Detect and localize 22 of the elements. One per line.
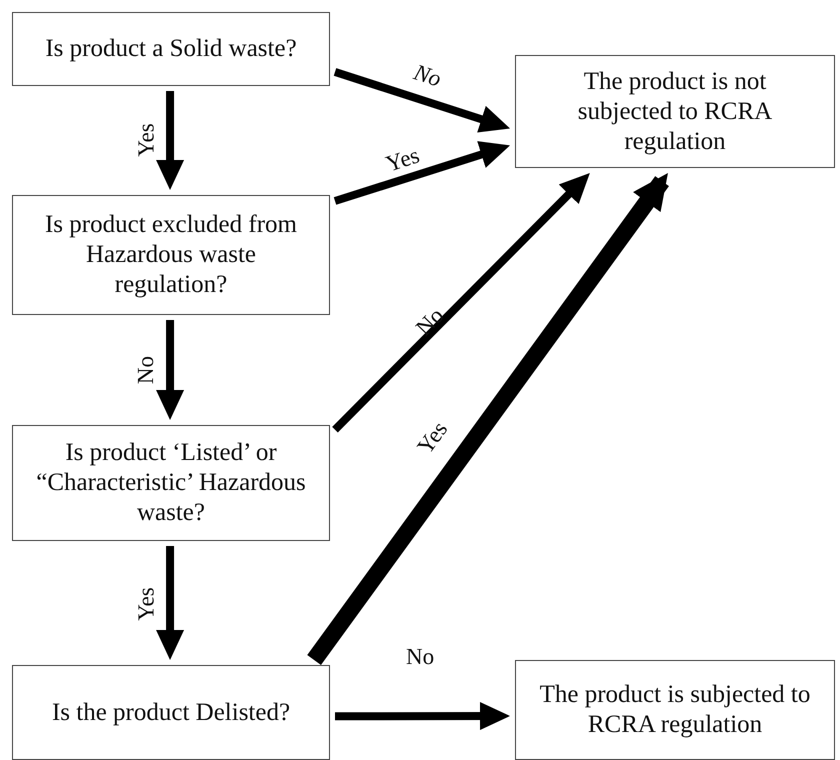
edge-label: Yes	[133, 123, 160, 157]
edge-label: No	[133, 356, 160, 384]
arrow	[307, 173, 669, 665]
edge-label: Yes	[382, 142, 422, 178]
edge-label: No	[406, 644, 434, 670]
edge-label: No	[410, 60, 444, 92]
process-box: Is product ‘Listed’ or “Characteristic’ Hazardous waste?	[12, 425, 330, 541]
process-box: The product is subjected to RCRA regulation	[515, 660, 835, 760]
process-box: Is product a Solid waste?	[12, 12, 330, 86]
process-box: The product is not subjected to RCRA regulation	[515, 55, 835, 168]
arrow	[332, 173, 590, 432]
edge-label: No	[410, 302, 450, 342]
edge-label: Yes	[412, 416, 453, 460]
arrow	[156, 320, 184, 420]
arrow	[334, 141, 510, 205]
arrow	[334, 68, 510, 133]
edge-label: Yes	[133, 587, 160, 621]
process-box: Is the product Delisted?	[12, 665, 330, 760]
arrow	[156, 91, 184, 190]
arrow	[156, 546, 184, 660]
arrow	[334, 702, 510, 730]
process-box: Is product excluded from Hazardous waste regulation?	[12, 195, 330, 315]
